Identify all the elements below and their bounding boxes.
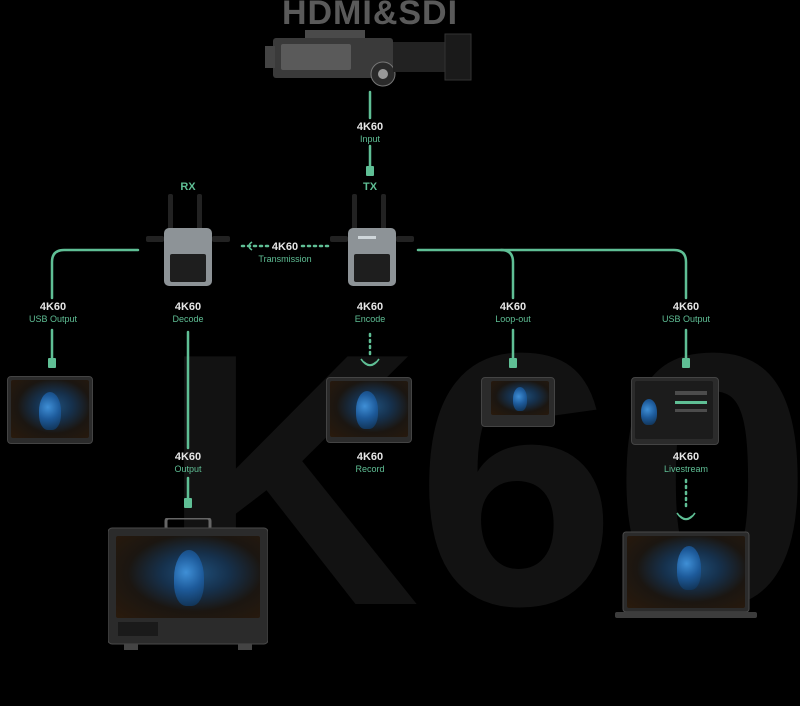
input-title: 4K60 [356, 121, 384, 133]
rx-usb-line [50, 248, 140, 300]
livestream-sub: Livestream [663, 463, 708, 474]
transmission-title: 4K60 [271, 241, 299, 253]
laptop-icon [615, 530, 757, 620]
input-label: 4K60 Input [325, 121, 415, 144]
decode-sub: Decode [172, 313, 204, 324]
rx-usb-label: 4K60 USB Output [8, 301, 98, 324]
loop-out-label: 4K60 Loop-out [468, 301, 558, 324]
decode-label: 4K60 Decode [143, 301, 233, 324]
camera-icon [265, 20, 475, 92]
tx-usb-sub: USB Output [661, 313, 711, 324]
tx-usb-title: 4K60 [672, 301, 700, 313]
livestream-label: 4K60 Livestream [641, 451, 731, 474]
encode-title: 4K60 [356, 301, 384, 313]
tx-title: TX [362, 181, 378, 193]
record-label: 4K60 Record [325, 451, 415, 474]
usb-connector-icon [48, 166, 690, 508]
transmission-sub: Transmission [258, 253, 312, 264]
encode-sub: Encode [354, 313, 386, 324]
tx-loopout-line [416, 248, 515, 300]
transmission-label: 4K60 Transmission [240, 241, 330, 264]
field-monitor-icon [326, 377, 412, 443]
output-sub: Output [174, 463, 202, 474]
headline: HDMI&SDI [281, 0, 459, 32]
loop-out-monitor-icon [481, 377, 555, 427]
receiver-icon [146, 192, 230, 288]
loop-out-sub: Loop-out [495, 313, 531, 324]
production-monitor-icon [107, 516, 269, 650]
livestream-title: 4K60 [672, 451, 700, 463]
decode-title: 4K60 [174, 301, 202, 313]
output-title: 4K60 [174, 451, 202, 463]
livestream-tablet-icon [631, 377, 719, 445]
output-label: 4K60 Output [143, 451, 233, 474]
rx-usb-title: 4K60 [39, 301, 67, 313]
input-sub: Input [359, 133, 381, 144]
rx-usb-sub: USB Output [28, 313, 78, 324]
tx-usb-label: 4K60 USB Output [641, 301, 731, 324]
encode-label: 4K60 Encode [325, 301, 415, 324]
record-sub: Record [355, 463, 385, 474]
loop-out-title: 4K60 [499, 301, 527, 313]
tablet-icon [7, 376, 93, 444]
rx-title: RX [180, 181, 196, 193]
record-title: 4K60 [356, 451, 384, 463]
tx-usb-line [499, 248, 688, 300]
transmitter-icon [330, 192, 414, 288]
wireless-icon [248, 241, 696, 521]
